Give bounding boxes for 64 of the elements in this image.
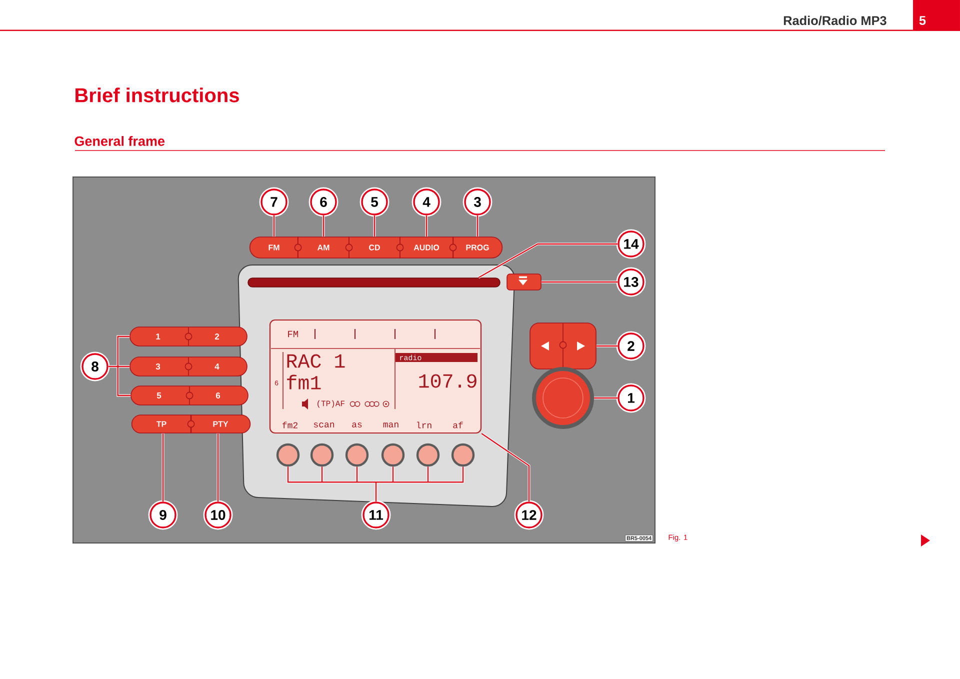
display-text: man — [383, 422, 398, 428]
display-text: (TP)AF — [318, 400, 344, 408]
leader-line — [425, 215, 428, 237]
round-button — [451, 443, 475, 467]
leader-line — [594, 396, 618, 400]
subtitle: General frame — [74, 136, 165, 146]
callout-number: 9 — [148, 500, 178, 530]
leader-line — [272, 215, 276, 237]
display-text: RAC 1 — [287, 354, 345, 368]
display-text: af — [453, 422, 463, 428]
round-button — [276, 443, 300, 467]
display-text: fm2 — [282, 422, 298, 428]
callout-number: 8 — [80, 352, 110, 382]
leader-line — [322, 215, 325, 237]
display-text: scan — [314, 422, 334, 428]
callout-number: 3 — [462, 187, 492, 217]
button: CD — [348, 236, 400, 258]
title: Brief instructions — [76, 88, 239, 102]
display-text: 107.9 — [419, 374, 476, 388]
rotary-knob — [532, 367, 594, 429]
callout-number: 5 — [360, 187, 390, 217]
callout-number: 4 — [412, 187, 442, 217]
running-header: Radio/Radio MP3 — [784, 16, 886, 26]
callout-number: 14 — [616, 229, 646, 259]
display-text: FM — [288, 330, 298, 338]
callout-number: 6 — [308, 187, 338, 217]
button: PROG — [452, 236, 503, 258]
display-screen — [269, 319, 482, 434]
button: AM — [298, 236, 350, 258]
leader-line — [541, 280, 618, 284]
callout-number: 7 — [259, 187, 289, 217]
button: FM — [249, 236, 298, 258]
leader-line — [373, 215, 376, 237]
rocker-button: 5 6 — [130, 386, 248, 406]
rocker-button: 1 2 — [130, 326, 248, 346]
leader-line — [480, 432, 530, 502]
button: PTY — [190, 414, 251, 434]
button: TP — [131, 414, 192, 434]
leader-line — [476, 215, 479, 237]
leader-line — [286, 465, 464, 503]
leader-line — [478, 242, 618, 279]
round-button — [345, 443, 369, 467]
leader-line — [216, 433, 220, 502]
display-text: lrn — [417, 422, 432, 428]
callout-number: 2 — [616, 331, 646, 361]
display-text: fm1 — [287, 374, 321, 390]
callout-number: 13 — [616, 267, 646, 297]
round-button — [416, 443, 440, 467]
leader-line — [107, 335, 132, 397]
callout-number: 10 — [203, 500, 233, 530]
button: AUDIO — [400, 236, 454, 258]
rocker-button: 3 4 — [130, 356, 248, 376]
callout-number: 1 — [616, 383, 646, 413]
round-button — [310, 443, 334, 467]
callout-number: 11 — [361, 500, 391, 530]
display-text: as — [352, 422, 362, 428]
cd-slot — [248, 278, 500, 288]
callout-number: 12 — [514, 500, 544, 530]
round-button — [381, 443, 405, 467]
eject-button — [506, 274, 542, 290]
leader-line — [162, 433, 164, 502]
page-number: 5 — [913, 0, 960, 31]
leader-line — [596, 344, 618, 348]
arrow-rocker-button — [530, 322, 596, 370]
